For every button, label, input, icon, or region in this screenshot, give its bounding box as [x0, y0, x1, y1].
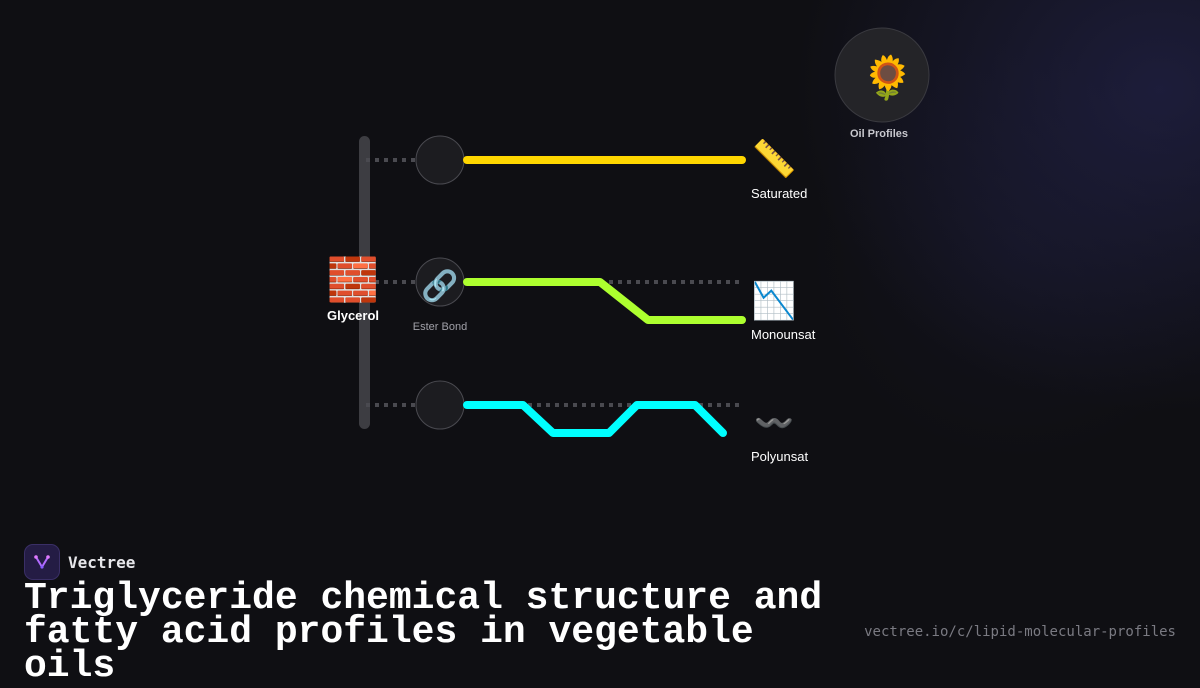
monounsat-chain: [463, 278, 746, 324]
polyunsat-chain: [463, 401, 727, 437]
sunflower-icon: 🌻: [862, 53, 914, 102]
ruler-icon: 📏: [752, 138, 797, 180]
brick-icon: 🧱: [327, 255, 379, 304]
source-url: vectree.io/c/lipid-molecular-profiles: [864, 624, 1176, 640]
polyunsat-label: Polyunsat: [751, 449, 808, 464]
oil-profiles-label: Oil Profiles: [850, 128, 908, 140]
link-icon: 🔗: [421, 267, 458, 304]
glycerol-backbone: [359, 136, 370, 429]
oil-profiles-badge: [834, 27, 930, 123]
wavy-dash-icon: 〰️: [754, 404, 794, 442]
ester-bond-label: Ester Bond: [413, 321, 467, 333]
brand: Vectree: [24, 544, 135, 580]
saturated-label: Saturated: [751, 186, 807, 201]
ester-node-3: [415, 380, 465, 430]
ester-node-1: [415, 135, 465, 185]
vectree-logo-icon: [24, 544, 60, 580]
page-title: Triglyceride chemical structure and fatt…: [24, 577, 823, 688]
monounsat-label: Monounsat: [751, 327, 816, 342]
glycerol-label: Glycerol: [327, 308, 379, 323]
brand-name: Vectree: [68, 552, 136, 572]
chart-decreasing-icon: 📉: [752, 280, 797, 322]
